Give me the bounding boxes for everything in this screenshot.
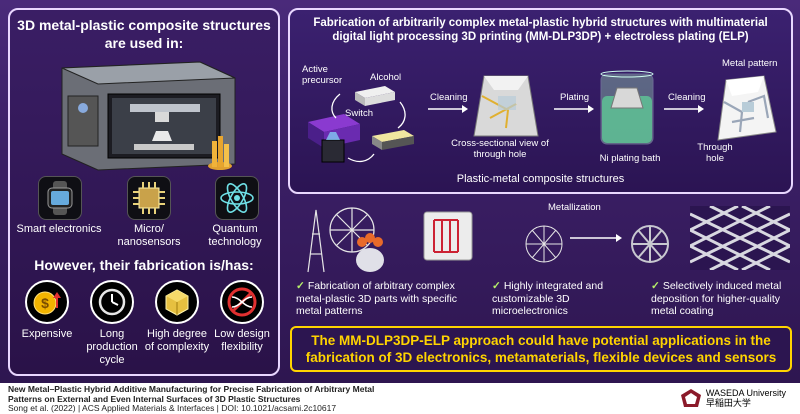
dlp-printer-vats-illustration: [308, 86, 414, 163]
plating-step-label: Plating: [560, 92, 590, 103]
citation-title-line-1: New Metal–Plastic Hybrid Additive Manufa…: [8, 384, 375, 394]
ni-plating-bath-beaker: [600, 70, 654, 145]
cube-icon: [155, 280, 199, 324]
tower-and-geodesic-illustration: [307, 207, 384, 273]
applications-panel: 3D metal-plastic composite structures ar…: [8, 8, 280, 376]
issue-label-high-complexity: High degree of complexity: [144, 328, 210, 353]
switch-label: Switch: [345, 108, 373, 119]
cross-arrows-icon: [220, 280, 264, 324]
applications-heading: 3D metal-plastic composite structures ar…: [17, 17, 271, 51]
arrow-icon: [554, 105, 594, 113]
cleaning-step-label-2: Cleaning: [668, 92, 706, 103]
cleaning-step-label-1: Cleaning: [430, 92, 468, 103]
cross-section-label: Cross-sectional view of through hole: [451, 138, 549, 160]
check-icon: ✓: [492, 280, 501, 292]
3d-printer-illustration: [61, 61, 236, 171]
ni-bath-label: Ni plating bath: [599, 153, 661, 164]
fabrication-process-panel: Fabrication of arbitrarily complex metal…: [288, 8, 793, 194]
conclusion-banner: The MM-DLP3DP-ELP approach could have po…: [290, 326, 792, 372]
fabrication-issues-heading: However, their fabrication is/has:: [34, 257, 254, 273]
active-precursor-label: Active precursor: [302, 64, 343, 86]
university-name-ja: 早稲田大学: [705, 398, 751, 408]
smartwatch-icon: [38, 176, 82, 220]
process-title: Fabrication of arbitrarily complex metal…: [313, 17, 768, 43]
truncated-pyramid-structure: [473, 75, 539, 137]
metal-pattern-label: Metal pattern: [722, 58, 778, 69]
app-label-smart-electronics: Smart electronics: [16, 223, 102, 235]
issue-label-long-production-cycle: Long production cycle: [86, 328, 138, 366]
app-label-micro-nanosensors: Micro/ nanosensors: [117, 223, 181, 248]
bullet-microelectronics: ✓Highly integrated and customizable 3D m…: [492, 280, 604, 317]
arrow-icon: [428, 105, 468, 113]
chip-icon: [127, 176, 171, 220]
metal-lattice-mesh-illustration: [690, 206, 790, 270]
infographic-canvas: 3D metal-plastic composite structures ar…: [0, 0, 800, 383]
coin-icon: $: [25, 280, 69, 324]
microelectronics-chip-illustration: [423, 211, 473, 261]
footer: [0, 383, 800, 412]
composite-structures-caption: Plastic-metal composite structures: [456, 173, 625, 185]
metallization-process-illustration: [525, 225, 669, 263]
university-logo: WASEDA University 早稲田大学: [680, 388, 786, 408]
citation-source: Song et al. (2022) | ACS Applied Materia…: [8, 403, 337, 413]
metallization-label: Metallization: [548, 202, 601, 213]
through-hole-label: Through hole: [697, 142, 733, 164]
citation-title-line-2: Patterns on External and Even Internal S…: [8, 393, 301, 404]
waseda-crest-icon: [680, 389, 701, 407]
bullet-arbitrary-parts: ✓Fabrication of arbitrary complex metal-…: [296, 280, 458, 317]
atom-icon: [215, 176, 259, 220]
clock-icon: [90, 280, 134, 324]
issue-label-expensive: Expensive: [21, 328, 73, 340]
app-label-quantum-technology: Quantum technology: [208, 223, 262, 248]
check-icon: ✓: [651, 280, 660, 292]
bullet-selective-deposition: ✓Selectively induced metal deposition fo…: [651, 280, 782, 317]
svg-text:$: $: [41, 295, 49, 311]
citation: New Metal–Plastic Hybrid Additive Manufa…: [8, 384, 375, 414]
alcohol-label: Alcohol: [370, 72, 402, 83]
issue-label-low-design-flexibility: Low design flexibility: [214, 328, 270, 353]
metal-patterned-structure: [717, 75, 777, 141]
university-name-en: WASEDA University: [705, 388, 786, 398]
arrow-icon: [664, 105, 704, 113]
check-icon: ✓: [296, 280, 305, 292]
